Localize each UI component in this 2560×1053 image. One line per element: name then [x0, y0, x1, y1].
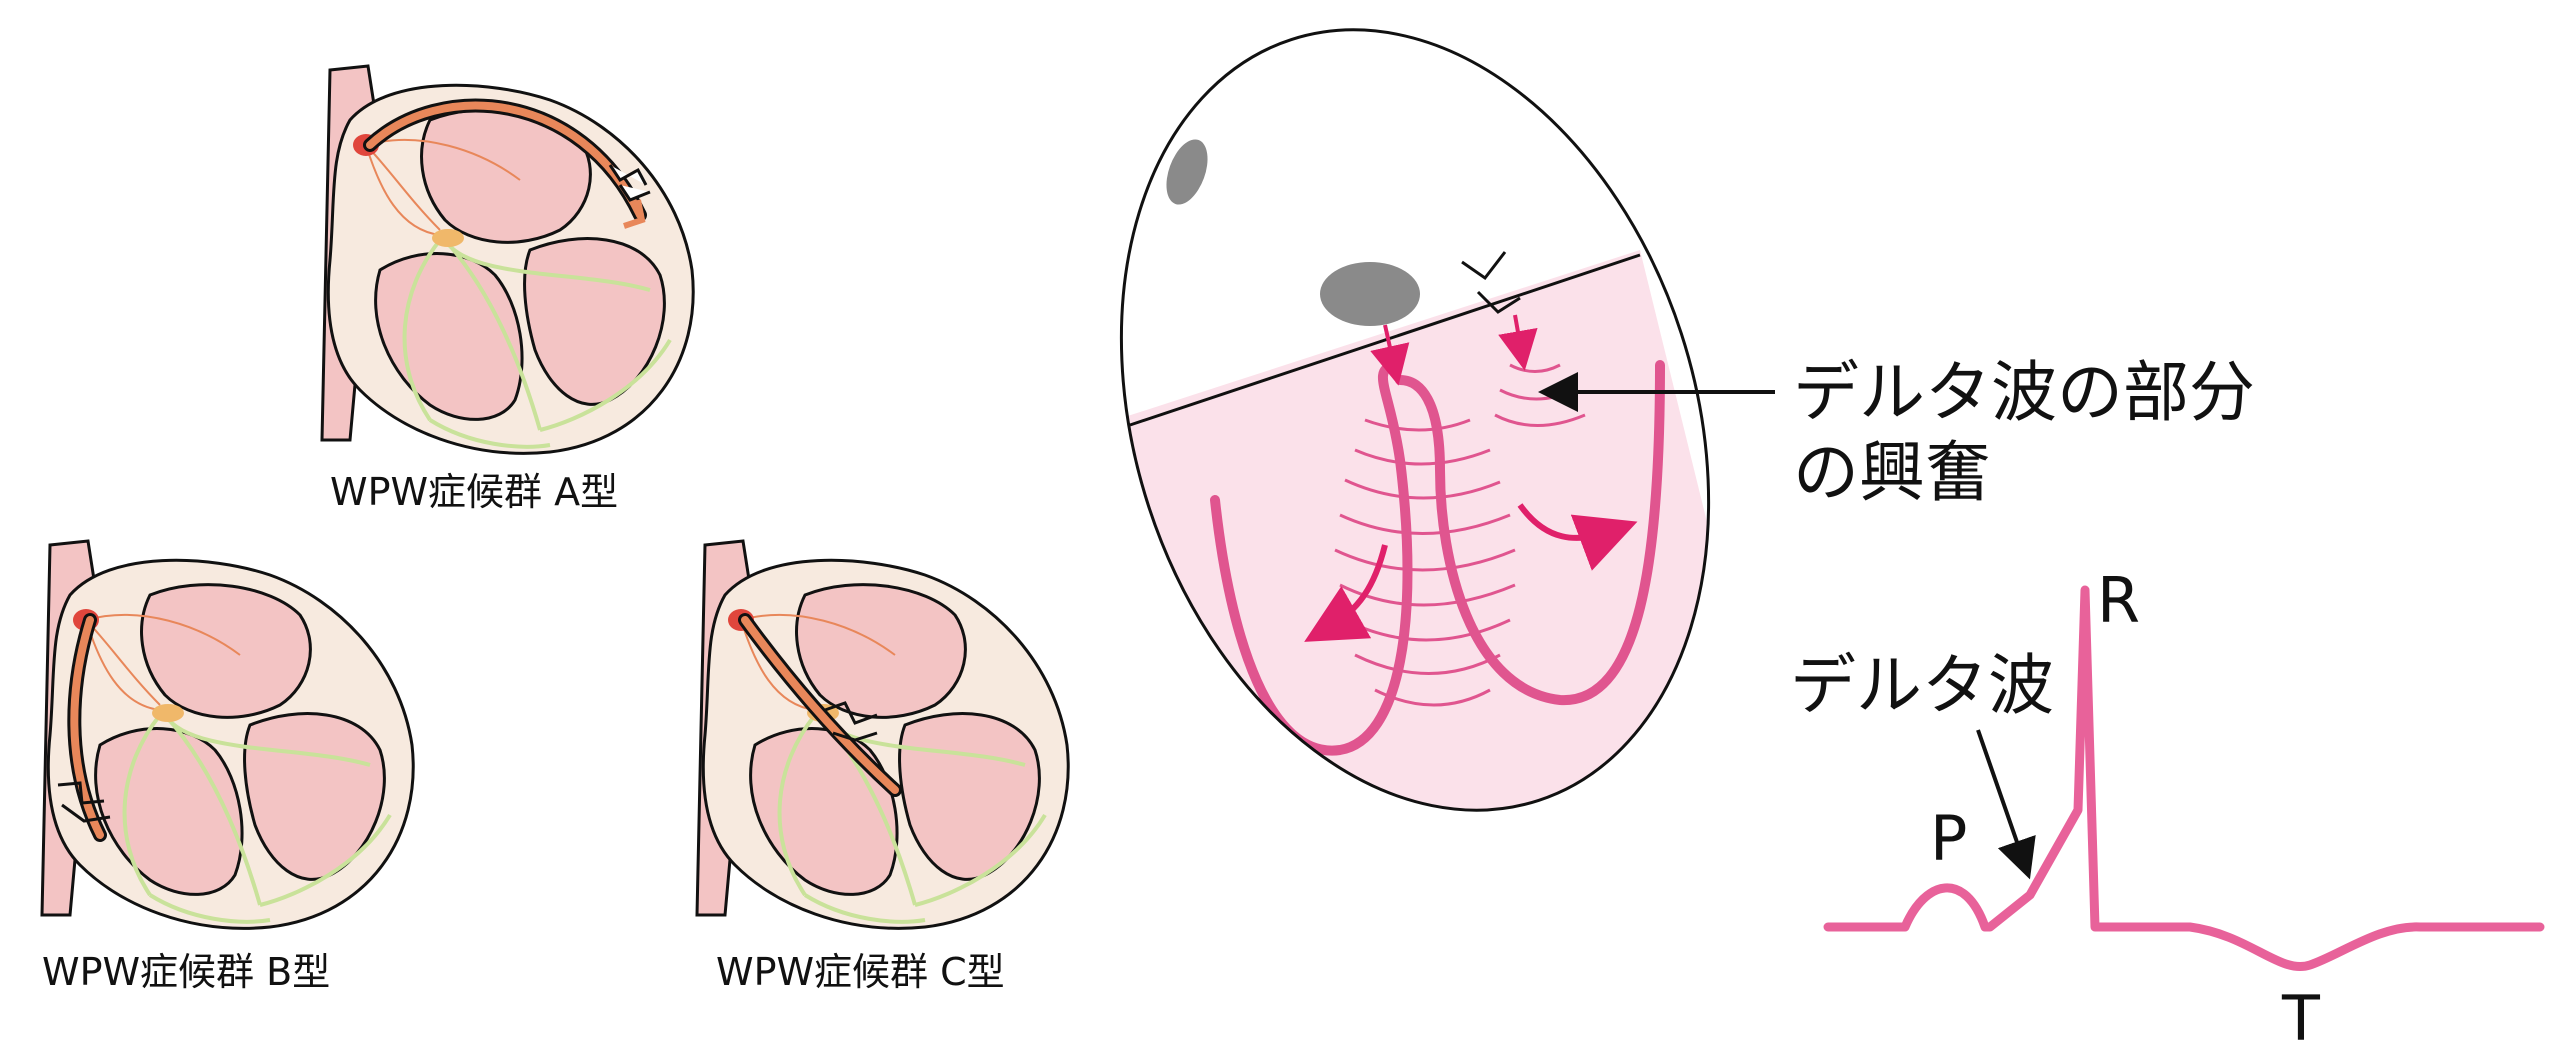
ecg-r-label: R — [2097, 564, 2140, 637]
gray-dot-large — [1320, 262, 1420, 326]
kent-bundle-icon — [1461, 251, 1521, 314]
delta-pointer — [1976, 729, 2036, 880]
kent-bundle-icon — [608, 164, 651, 202]
spread-arrow-left — [1304, 544, 1388, 642]
ventricle-outline — [1119, 28, 1711, 812]
heart-type-c — [695, 539, 1071, 931]
annotation-line1: デルタ波の部分 — [1793, 354, 2255, 431]
heart-type-b — [40, 539, 416, 931]
kent-bundle-icon — [57, 781, 111, 823]
ecg-delta-label: デルタ波 — [1790, 647, 2054, 724]
ecg-p-label: P — [1930, 802, 1967, 875]
kent-bundle-icon — [824, 701, 878, 742]
ecg-t-label: T — [2281, 982, 2321, 1053]
ecg-trace — [1823, 585, 2545, 972]
gray-dot-small — [1166, 139, 1208, 205]
caption-type-c: WPW症候群 C型 — [716, 950, 1005, 994]
spread-arrow-right — [1517, 503, 1638, 571]
heart-type-a — [320, 64, 696, 456]
ventricle-diagram — [1100, 28, 1800, 887]
caption-type-b: WPW症候群 B型 — [42, 950, 330, 994]
caption-type-a: WPW症候群 A型 — [330, 470, 618, 514]
annotation-line2: の興奮 — [1793, 434, 1991, 511]
